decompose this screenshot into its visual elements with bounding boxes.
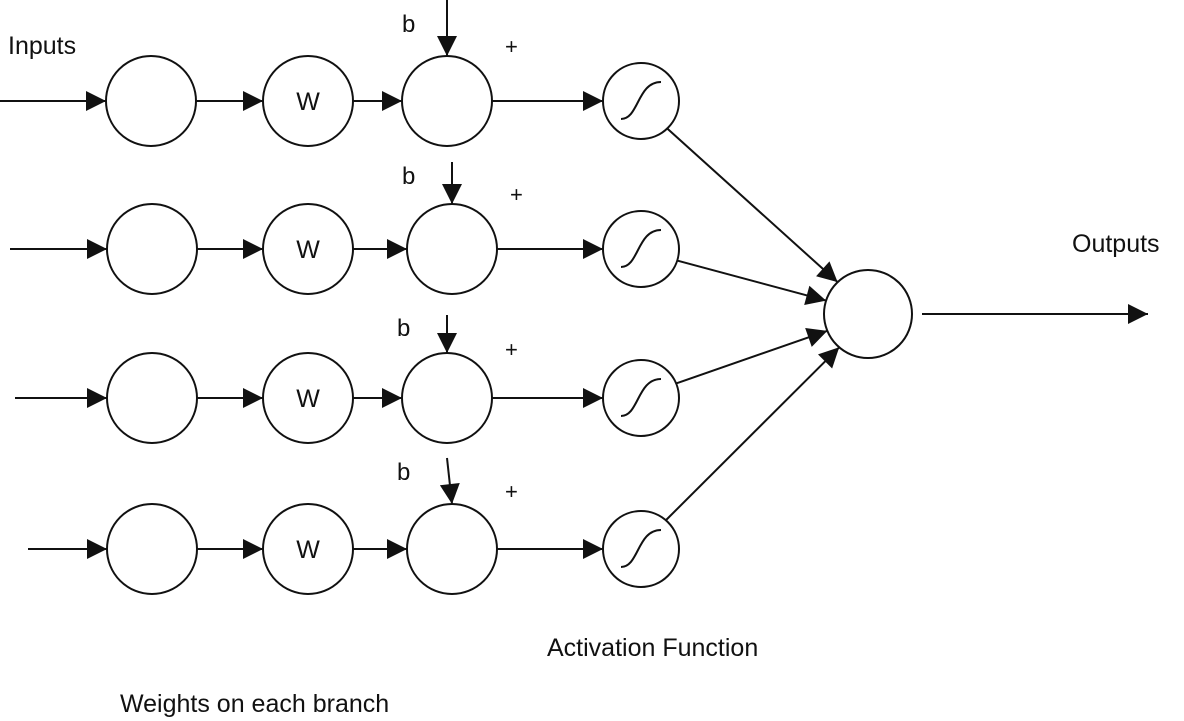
activation-node xyxy=(602,359,680,437)
sigmoid-icon xyxy=(620,81,662,120)
sigmoid-icon xyxy=(620,229,662,268)
weights-label: Weights on each branch xyxy=(120,690,389,718)
bias-label: b xyxy=(397,315,410,342)
activation-node xyxy=(602,62,680,140)
sum-node xyxy=(401,55,493,147)
bias-label: b xyxy=(402,163,415,190)
activation-to-output-arrow xyxy=(675,327,828,385)
branch-3: Wb + xyxy=(15,315,828,444)
bias-arrow xyxy=(439,457,460,505)
sum-node xyxy=(406,203,498,295)
sum-node xyxy=(406,503,498,595)
input-node xyxy=(106,503,198,595)
input-node xyxy=(105,55,197,147)
weight-label: W xyxy=(296,88,320,116)
sum-sign-label: + xyxy=(505,34,518,59)
inputs-label: Inputs xyxy=(8,32,76,60)
sigmoid-icon xyxy=(620,378,662,417)
branch-1: Wb + xyxy=(0,0,839,283)
sum-node xyxy=(401,352,493,444)
sum-sign-label: + xyxy=(510,182,523,207)
bias-label: b xyxy=(397,459,410,486)
branch-4: Wb + xyxy=(28,346,840,595)
sigmoid-icon xyxy=(620,529,662,568)
activation-node xyxy=(602,210,680,288)
weight-label: W xyxy=(296,236,320,264)
activation-to-output-arrow xyxy=(665,346,840,521)
weight-label: W xyxy=(296,385,320,413)
weight-label: W xyxy=(296,536,320,564)
sum-sign-label: + xyxy=(505,479,518,504)
bias-label: b xyxy=(402,11,415,38)
activation-to-output-arrow xyxy=(676,259,827,306)
input-node xyxy=(106,203,198,295)
outputs-label: Outputs xyxy=(1072,230,1160,258)
activation-function-label: Activation Function xyxy=(547,634,758,662)
activation-node xyxy=(602,510,680,588)
activation-to-output-arrow xyxy=(666,127,839,283)
output-node xyxy=(823,269,913,359)
sum-sign-label: + xyxy=(505,337,518,362)
branches: Wb + Wb + Wb + Wb + xyxy=(0,0,840,595)
input-node xyxy=(106,352,198,444)
branch-2: Wb + xyxy=(10,162,827,306)
